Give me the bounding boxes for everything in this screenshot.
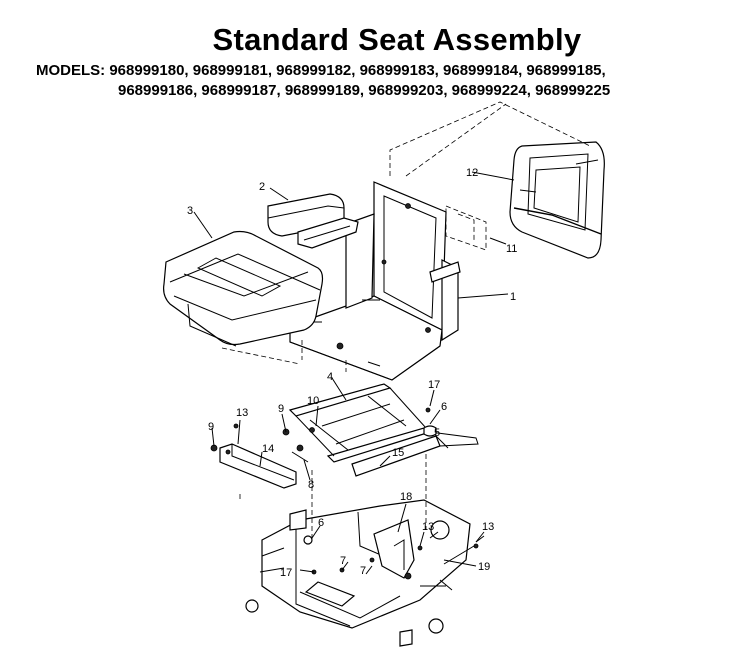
callout-18: 18 [400,491,412,503]
callout-13-top: 13 [236,407,248,419]
leader-lines [193,171,515,575]
callout-15: 15 [392,447,404,459]
callout-11: 11 [506,243,517,255]
callout-6-bottom: 6 [318,517,324,529]
callout-2: 2 [259,181,265,193]
callout-13-right: 13 [482,521,494,533]
callout-1: 1 [510,291,516,303]
callout-8: 8 [308,479,314,491]
callout-3: 3 [187,205,193,217]
callout-19: 19 [478,561,490,573]
callout-17-top: 17 [428,379,440,391]
bracket-part-11 [445,205,487,251]
callout-12: 12 [466,167,478,179]
callout-13-middle: 13 [422,521,434,533]
seat-back-cover-part [509,141,605,259]
callout-labels: 12 1 2 3 11 4 17 6 5 10 9 13 9 14 15 8 1… [187,167,517,579]
models-line-2: 968999186, 968999187, 968999189, 9689992… [118,82,611,99]
callout-10: 10 [307,395,319,407]
seat-cushion-part [163,230,324,347]
seat-frame-part [289,181,461,381]
page-title: Standard Seat Assembly [212,22,582,57]
callout-7-left: 7 [340,555,346,567]
models-line-1: MODELS: 968999180, 968999181, 968999182,… [36,62,606,79]
tractor-frame [245,499,485,647]
callout-17-bottom: 17 [280,567,292,579]
armrest-pad-part [267,193,359,249]
callout-6-top: 6 [441,401,447,413]
callout-5: 5 [434,427,440,439]
callout-7-right: 7 [360,565,366,577]
callout-14: 14 [262,443,274,455]
hardware-fasteners-top [210,407,437,463]
rail-bracket-part [351,431,479,477]
callout-9-right: 9 [278,403,284,415]
models-label: MODELS: [36,62,106,79]
mounting-plate-part [219,443,297,489]
callout-4: 4 [327,371,333,383]
callout-9-left: 9 [208,421,214,433]
models-list-1: 968999180, 968999181, 968999182, 9689991… [109,62,606,79]
